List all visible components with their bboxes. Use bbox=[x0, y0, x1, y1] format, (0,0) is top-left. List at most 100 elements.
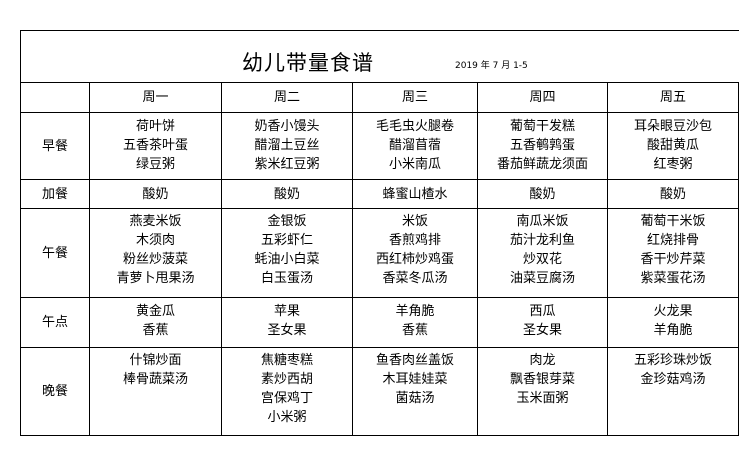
meal-label: 加餐 bbox=[41, 186, 68, 202]
meal-label-cell: 午点 bbox=[20, 297, 90, 348]
dish: 五彩珍珠炒饭 bbox=[633, 353, 712, 368]
dish: 焦糖枣糕 bbox=[260, 353, 313, 368]
meal-label-cell: 加餐 bbox=[20, 179, 90, 209]
menu-cell: 西瓜圣女果 bbox=[477, 297, 608, 348]
title-frame bbox=[20, 30, 739, 83]
page-title: 幼儿带量食谱 bbox=[242, 51, 374, 75]
dish: 苹果 bbox=[273, 304, 300, 319]
menu-cell: 焦糖枣糕素炒西胡宫保鸡丁小米粥 bbox=[221, 347, 353, 436]
dish: 火龙果 bbox=[653, 304, 693, 319]
menu-cell: 酸奶 bbox=[89, 179, 222, 209]
day-header: 周四 bbox=[477, 82, 608, 113]
header-row: 周一 周二 周三周四 周五 bbox=[20, 82, 739, 113]
dish: 南瓜米饭 bbox=[516, 214, 569, 229]
dish: 五香茶叶蛋 bbox=[122, 138, 188, 153]
dish: 醋溜苜蓿 bbox=[388, 138, 441, 153]
dish: 肉龙 bbox=[529, 353, 556, 368]
day-label: 周二 bbox=[273, 90, 300, 105]
dish: 油菜豆腐汤 bbox=[509, 271, 575, 286]
dish: 毛毛虫火腿卷 bbox=[375, 119, 454, 134]
dish: 圣女果 bbox=[522, 323, 562, 338]
menu-cell: 葡萄干米饭红烧排骨香干炒芹菜紫菜蛋花汤 bbox=[607, 208, 739, 298]
menu-cell: 肉龙飘香银芽菜玉米面粥 bbox=[477, 347, 608, 436]
dish: 炒双花 bbox=[522, 252, 562, 267]
dish: 西红柿炒鸡蛋 bbox=[375, 252, 454, 267]
dish: 木耳娃娃菜 bbox=[382, 372, 448, 387]
corner-cell bbox=[20, 82, 90, 113]
dish: 茄汁龙利鱼 bbox=[509, 233, 575, 248]
menu-cell: 酸奶 bbox=[607, 179, 739, 209]
meal-row: 早餐荷叶饼五香茶叶蛋绿豆粥奶香小馒头醋溜土豆丝紫米红豆粥毛毛虫火腿卷醋溜苜蓿小米… bbox=[20, 112, 739, 180]
menu-cell: 苹果圣女果 bbox=[221, 297, 353, 348]
meal-label-cell: 晚餐 bbox=[20, 347, 90, 436]
dish: 飘香银芽菜 bbox=[509, 372, 575, 387]
dish: 醋溜土豆丝 bbox=[254, 138, 320, 153]
dish: 菌菇汤 bbox=[395, 391, 435, 406]
dish: 蜂蜜山楂水 bbox=[382, 187, 448, 202]
dish: 五香鹌鹑蛋 bbox=[509, 138, 575, 153]
dish: 棒骨蔬菜汤 bbox=[122, 372, 188, 387]
dish: 西瓜 bbox=[529, 304, 556, 319]
dish: 红烧排骨 bbox=[646, 233, 699, 248]
meal-row: 晚餐什锦炒面棒骨蔬菜汤焦糖枣糕素炒西胡宫保鸡丁小米粥鱼香肉丝盖饭木耳娃娃菜菌菇汤… bbox=[20, 347, 739, 436]
dish: 香蕉 bbox=[142, 323, 169, 338]
menu-table: 周一周二周三周四周五早餐荷叶饼五香茶叶蛋绿豆粥奶香小馒头醋溜土豆丝紫米红豆粥毛毛… bbox=[20, 82, 739, 436]
meal-label: 早餐 bbox=[41, 138, 68, 154]
dish: 酸奶 bbox=[529, 187, 556, 202]
menu-cell: 酸奶 bbox=[221, 179, 353, 209]
dish: 木须肉 bbox=[135, 233, 175, 248]
dish: 鱼香肉丝盖饭 bbox=[375, 353, 454, 368]
day-header: 周三 bbox=[352, 82, 478, 113]
dish: 红枣粥 bbox=[653, 157, 693, 172]
dish: 金珍菇鸡汤 bbox=[640, 372, 706, 387]
dish: 金银饭 bbox=[267, 214, 307, 229]
dish: 紫米红豆粥 bbox=[254, 157, 320, 172]
menu-cell: 黄金瓜香蕉 bbox=[89, 297, 222, 348]
dish: 葡萄干米饭 bbox=[640, 214, 706, 229]
menu-cell: 燕麦米饭木须肉粉丝炒菠菜青萝卜甩果汤 bbox=[89, 208, 222, 298]
menu-cell: 鱼香肉丝盖饭木耳娃娃菜菌菇汤 bbox=[352, 347, 478, 436]
menu-cell: 奶香小馒头醋溜土豆丝紫米红豆粥 bbox=[221, 112, 353, 180]
meal-label: 晚餐 bbox=[41, 384, 68, 399]
menu-cell: 酸奶 bbox=[477, 179, 608, 209]
dish: 葡萄干发糕 bbox=[509, 119, 575, 134]
day-header: 周一 bbox=[89, 82, 222, 113]
dish: 酸甜黄瓜 bbox=[646, 138, 699, 153]
dish: 黄金瓜 bbox=[135, 304, 175, 319]
menu-cell: 葡萄干发糕五香鹌鹑蛋番茄鲜蔬龙须面 bbox=[477, 112, 608, 180]
menu-cell: 荷叶饼五香茶叶蛋绿豆粥 bbox=[89, 112, 222, 180]
dish: 香蕉 bbox=[401, 323, 428, 338]
meal-label-cell: 早餐 bbox=[20, 112, 90, 180]
menu-cell: 火龙果羊角脆 bbox=[607, 297, 739, 348]
meal-label: 午点 bbox=[41, 315, 68, 330]
dish: 绿豆粥 bbox=[135, 157, 175, 172]
dish: 宫保鸡丁 bbox=[260, 391, 313, 406]
dish: 素炒西胡 bbox=[260, 372, 313, 387]
dish: 酸奶 bbox=[659, 187, 686, 202]
dish: 羊角脆 bbox=[395, 304, 435, 319]
menu-cell: 蜂蜜山楂水 bbox=[352, 179, 478, 209]
dish: 燕麦米饭 bbox=[129, 214, 182, 229]
day-label: 周五 bbox=[659, 90, 686, 105]
day-header: 周五 bbox=[607, 82, 739, 113]
dish: 米饭 bbox=[401, 214, 428, 229]
dish: 番茄鲜蔬龙须面 bbox=[496, 157, 588, 172]
dish: 圣女果 bbox=[267, 323, 307, 338]
dish: 香干炒芹菜 bbox=[640, 252, 706, 267]
dish: 奶香小馒头 bbox=[254, 119, 320, 134]
dish: 耳朵眼豆沙包 bbox=[633, 119, 712, 134]
menu-cell: 金银饭五彩虾仁蚝油小白菜白玉蛋汤 bbox=[221, 208, 353, 298]
dish: 香菜冬瓜汤 bbox=[382, 271, 448, 286]
menu-cell: 南瓜米饭茄汁龙利鱼炒双花油菜豆腐汤 bbox=[477, 208, 608, 298]
dish: 紫菜蛋花汤 bbox=[640, 271, 706, 286]
dish: 小米粥 bbox=[267, 410, 307, 425]
menu-cell: 羊角脆香蕉 bbox=[352, 297, 478, 348]
meal-row: 午餐燕麦米饭木须肉粉丝炒菠菜青萝卜甩果汤金银饭五彩虾仁蚝油小白菜白玉蛋汤米饭香煎… bbox=[20, 208, 739, 298]
dish: 白玉蛋汤 bbox=[260, 271, 313, 286]
menu-cell: 米饭香煎鸡排西红柿炒鸡蛋香菜冬瓜汤 bbox=[352, 208, 478, 298]
dish: 酸奶 bbox=[142, 187, 169, 202]
meal-label-cell: 午餐 bbox=[20, 208, 90, 298]
menu-cell: 什锦炒面棒骨蔬菜汤 bbox=[89, 347, 222, 436]
menu-cell: 五彩珍珠炒饭金珍菇鸡汤 bbox=[607, 347, 739, 436]
dish: 五彩虾仁 bbox=[260, 233, 313, 248]
